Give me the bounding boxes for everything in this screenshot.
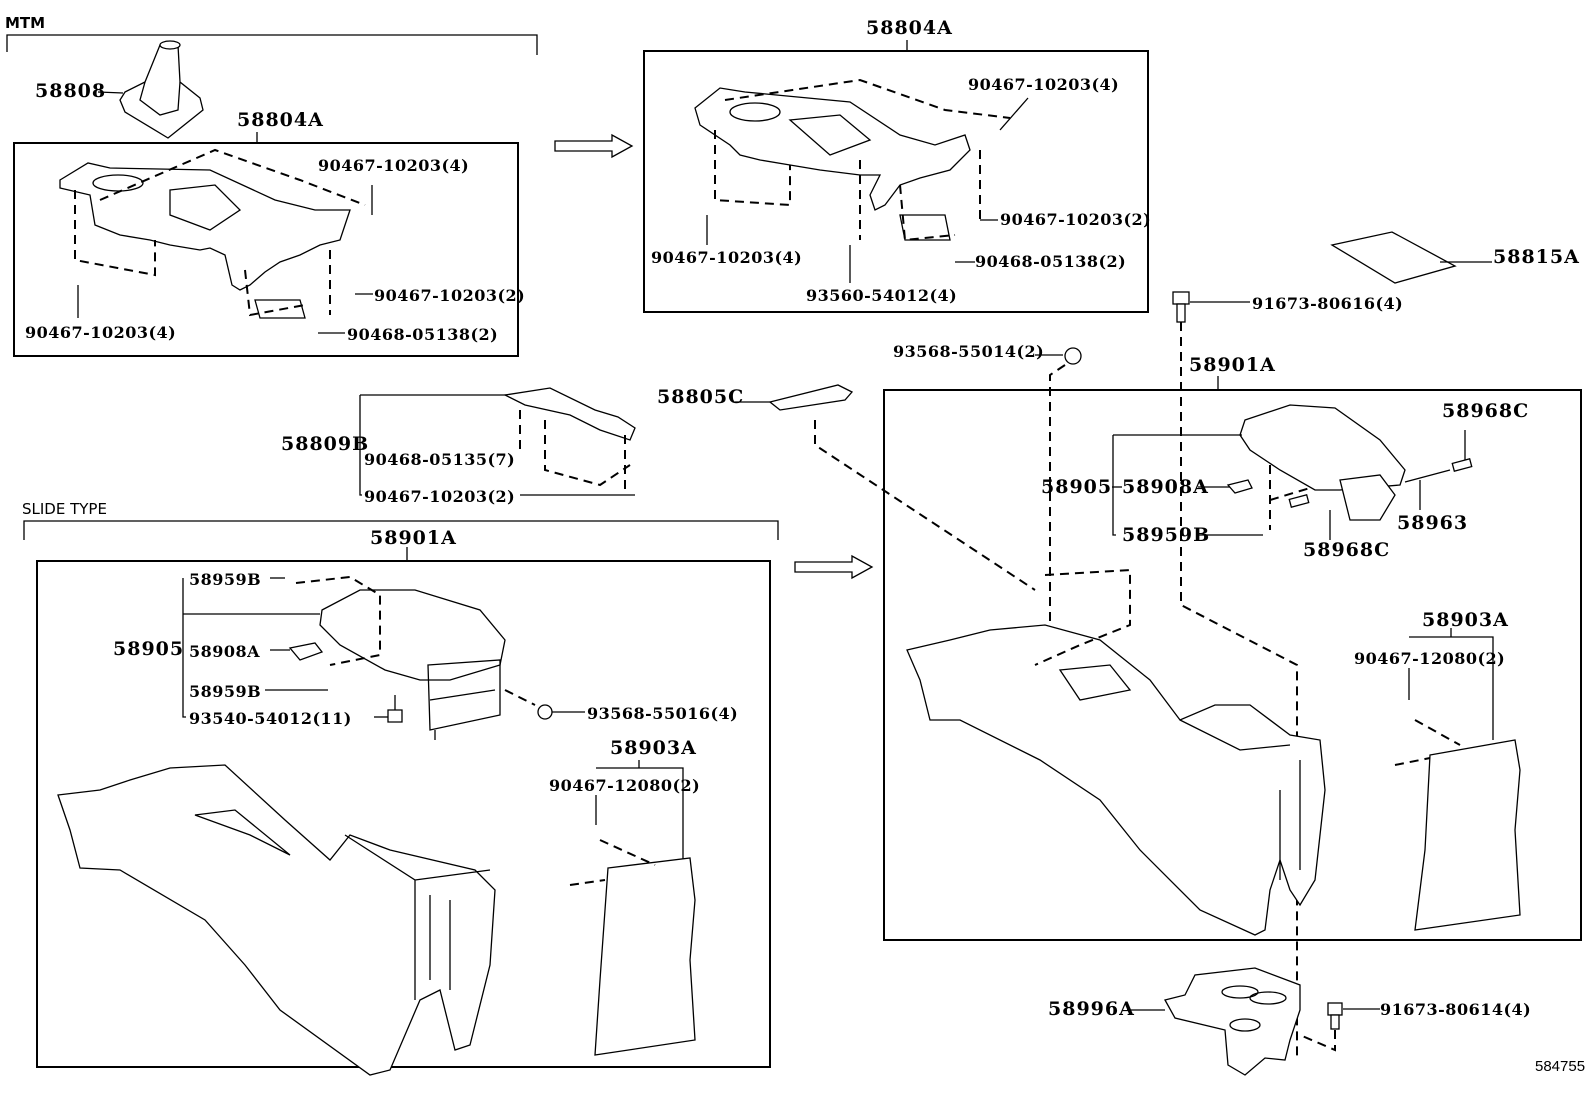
part-label-mtm-clip-left[interactable]: 90467-10203(4): [25, 323, 177, 342]
slide-rear-panel-drawing: [594, 857, 696, 1056]
part-label-screw-55014[interactable]: 93568-55014(2): [893, 342, 1045, 361]
part-label-58903a-slide[interactable]: 58903A: [610, 737, 697, 759]
part-label-pin-bottom[interactable]: 58968C: [1303, 539, 1391, 561]
bracket-58809b-drawing: [502, 387, 636, 490]
part-label-standard-pad[interactable]: 58959B: [1122, 524, 1211, 546]
part-label-bracket-clip-1[interactable]: 90468-05135(7): [364, 450, 516, 469]
part-label-mtm-clip-bottom[interactable]: 90468-05138(2): [347, 325, 499, 344]
part-label-mtm-clip-top[interactable]: 90467-10203(4): [318, 156, 470, 175]
slide-armrest-lid-drawing: [295, 575, 506, 740]
part-label-slide-pad-top[interactable]: 58959B: [189, 570, 262, 589]
slide-console-body-drawing: [57, 764, 496, 1076]
part-label-at-clip-right[interactable]: 90467-10203(2): [1000, 210, 1152, 229]
diagram-id: 584755: [1535, 1058, 1586, 1075]
arrow-right-icon: [554, 133, 634, 159]
part-label-58804a-at[interactable]: 58804A: [866, 17, 953, 39]
bracket-58996a-drawing: [1164, 967, 1301, 1076]
part-label-58815a[interactable]: 58815A: [1493, 246, 1580, 268]
part-label-58804a-mtm[interactable]: 58804A: [237, 109, 324, 131]
part-label-58805c[interactable]: 58805C: [657, 386, 745, 408]
part-label-58905-standard[interactable]: 58905: [1041, 476, 1113, 498]
arrow-right-icon-2: [794, 554, 874, 580]
part-label-at-clip-bottom[interactable]: 90468-05138(2): [975, 252, 1127, 271]
part-label-standard-rear-clip[interactable]: 90467-12080(2): [1354, 649, 1506, 668]
bolt-top-drawing: [1172, 291, 1190, 323]
part-label-bracket-clip-2[interactable]: 90467-10203(2): [364, 487, 516, 506]
part-label-slide-screw-small[interactable]: 93540-54012(11): [189, 709, 352, 728]
standard-armrest-lid-drawing: [1239, 404, 1473, 530]
part-label-bolt-bottom[interactable]: 91673-80614(4): [1380, 1000, 1532, 1019]
part-label-58963[interactable]: 58963: [1397, 512, 1469, 534]
section-title-slide-type: SLIDE TYPE: [22, 500, 107, 518]
mtm-section-bracket: [6, 34, 538, 55]
slide-type-section-bracket: [23, 520, 779, 540]
mtm-shift-panel-drawing: [59, 148, 366, 319]
standard-rear-panel-drawing: [1414, 739, 1521, 931]
part-label-slide-screw-large[interactable]: 93568-55016(4): [587, 704, 739, 723]
cover-58805c-drawing: [768, 384, 854, 411]
leader-58808: [97, 91, 124, 94]
part-label-at-clip-left[interactable]: 90467-10203(4): [651, 248, 803, 267]
tray-mat-drawing: [1330, 231, 1457, 284]
section-title-mtm: MTM: [5, 14, 46, 32]
part-label-bolt-top[interactable]: 91673-80616(4): [1252, 294, 1404, 313]
part-label-mtm-clip-right[interactable]: 90467-10203(2): [374, 286, 526, 305]
at-shift-panel-drawing: [694, 78, 1011, 242]
part-label-58903a-standard[interactable]: 58903A: [1422, 609, 1509, 631]
part-label-58809b[interactable]: 58809B: [281, 433, 370, 455]
part-label-pin-top[interactable]: 58968C: [1442, 400, 1530, 422]
shift-boot-drawing: [119, 40, 204, 139]
part-label-58808[interactable]: 58808: [35, 80, 107, 102]
screw-55014-drawing: [1064, 347, 1082, 365]
part-label-58996a[interactable]: 58996A: [1048, 998, 1135, 1020]
part-label-58905-slide[interactable]: 58905: [113, 638, 185, 660]
part-label-slide-rear-clip[interactable]: 90467-12080(2): [549, 776, 701, 795]
part-label-slide-hinge[interactable]: 58908A: [189, 642, 261, 661]
part-label-at-screw[interactable]: 93560-54012(4): [806, 286, 958, 305]
at-panel-box: [643, 50, 1149, 313]
part-label-58901a-standard[interactable]: 58901A: [1189, 354, 1276, 376]
slide-type-box: [36, 560, 771, 1068]
standard-console-box: [883, 389, 1582, 941]
part-label-58901a-slide[interactable]: 58901A: [370, 527, 457, 549]
part-label-standard-hinge[interactable]: 58908A: [1122, 476, 1209, 498]
part-label-slide-pad-bottom[interactable]: 58959B: [189, 682, 262, 701]
mtm-panel-box: [13, 142, 519, 357]
part-label-at-clip-top[interactable]: 90467-10203(4): [968, 75, 1120, 94]
standard-console-body-drawing: [906, 568, 1326, 936]
